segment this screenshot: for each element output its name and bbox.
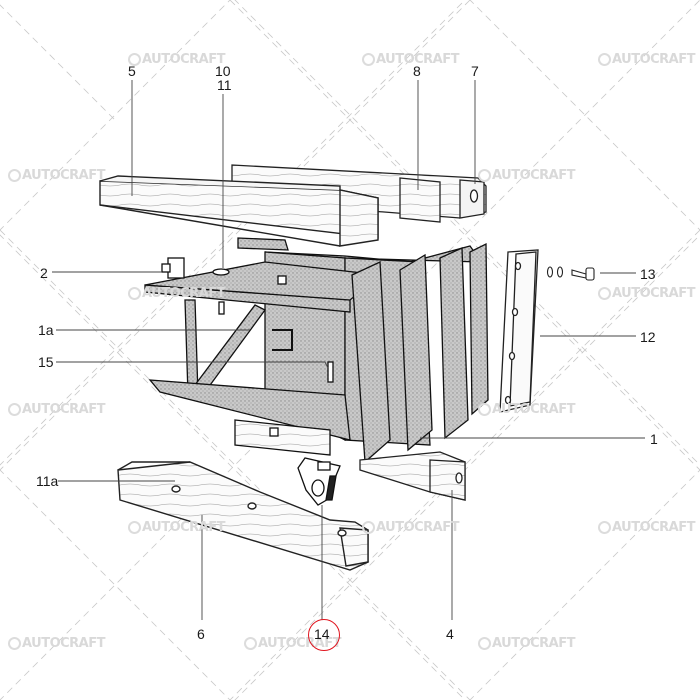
beam-5 bbox=[99, 175, 379, 247]
callout-2[interactable]: 2 bbox=[40, 265, 48, 281]
watermark: AUTOCRAFT bbox=[362, 520, 460, 535]
callout-7[interactable]: 7 bbox=[471, 63, 479, 79]
screw-13 bbox=[546, 266, 595, 281]
leader-lines bbox=[52, 80, 645, 620]
strip-12 bbox=[499, 249, 539, 413]
beam-6 bbox=[117, 461, 369, 571]
callout-11[interactable]: 11 bbox=[217, 77, 232, 93]
callout-1a[interactable]: 1a bbox=[38, 322, 54, 338]
watermark: AUTOCRAFT bbox=[362, 52, 460, 67]
watermark: AUTOCRAFT bbox=[8, 402, 106, 417]
callout-10[interactable]: 10 bbox=[215, 63, 231, 79]
beam-4 bbox=[359, 451, 466, 501]
highlight-ring-part-14 bbox=[308, 619, 340, 651]
watermark: AUTOCRAFT bbox=[8, 168, 106, 183]
callout-6[interactable]: 6 bbox=[197, 626, 205, 642]
watermark: AUTOCRAFT bbox=[598, 52, 696, 67]
watermark: AUTOCRAFT bbox=[478, 402, 576, 417]
watermark: AUTOCRAFT bbox=[478, 168, 576, 183]
watermark: AUTOCRAFT bbox=[478, 636, 576, 651]
callout-5[interactable]: 5 bbox=[128, 63, 136, 79]
callout-1[interactable]: 1 bbox=[650, 431, 658, 447]
callout-13[interactable]: 13 bbox=[640, 266, 656, 282]
watermark: AUTOCRAFT bbox=[128, 286, 226, 301]
bracket-14 bbox=[297, 457, 341, 506]
callout-11a[interactable]: 11a bbox=[36, 473, 59, 489]
watermark: AUTOCRAFT bbox=[128, 52, 226, 67]
callout-12[interactable]: 12 bbox=[640, 329, 656, 345]
watermark: AUTOCRAFT bbox=[8, 636, 106, 651]
callout-15[interactable]: 15 bbox=[38, 354, 54, 370]
watermark: AUTOCRAFT bbox=[128, 520, 226, 535]
watermark: AUTOCRAFT bbox=[598, 520, 696, 535]
watermark: AUTOCRAFT bbox=[598, 286, 696, 301]
callout-8[interactable]: 8 bbox=[413, 63, 421, 79]
frame-part-1 bbox=[144, 237, 489, 464]
callout-4[interactable]: 4 bbox=[446, 626, 454, 642]
